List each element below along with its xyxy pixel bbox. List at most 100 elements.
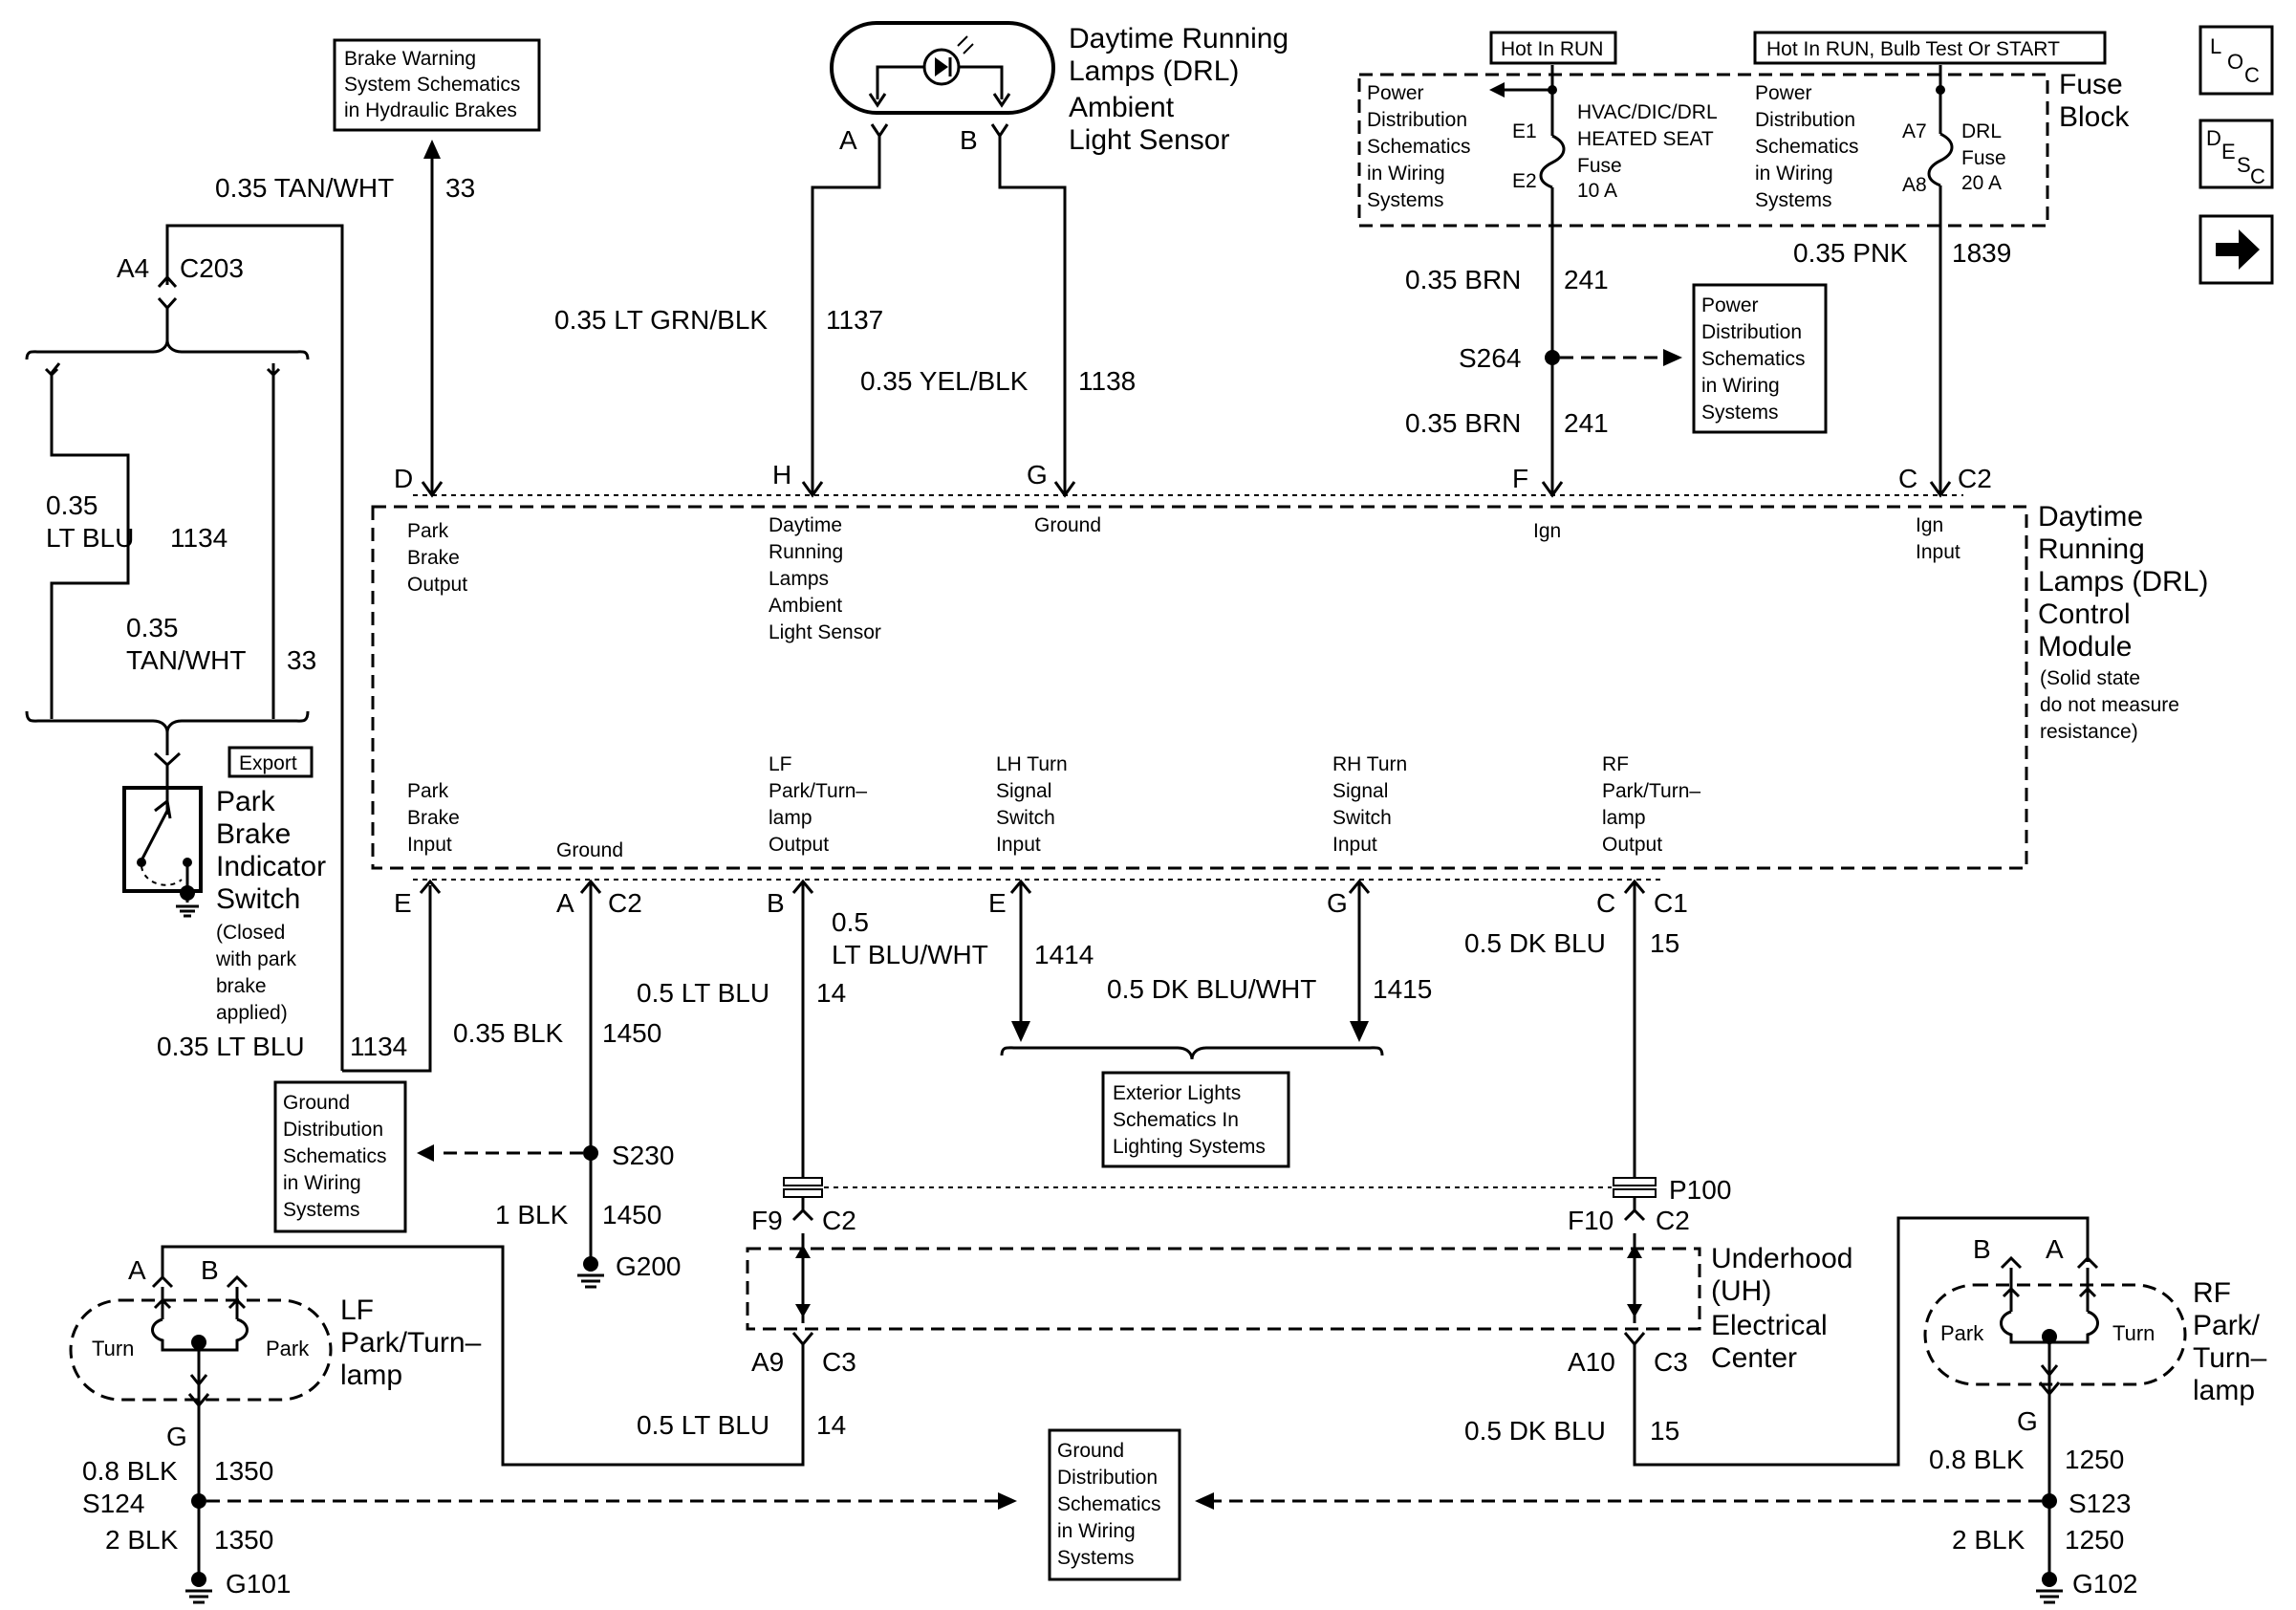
svg-text:241: 241 bbox=[1564, 408, 1609, 438]
svg-text:G101: G101 bbox=[226, 1569, 292, 1599]
svg-text:Fuse: Fuse bbox=[1961, 147, 2006, 169]
harness-left: A4 C203 0.35 LT BLU 1134 0.35 TAN/WHT 33 bbox=[25, 224, 344, 1071]
svg-text:A: A bbox=[2046, 1234, 2064, 1264]
svg-text:A: A bbox=[556, 888, 574, 918]
svg-text:Signal: Signal bbox=[996, 780, 1051, 802]
svg-text:C: C bbox=[2250, 164, 2265, 188]
svg-text:Signal: Signal bbox=[1332, 780, 1388, 802]
power-distribution-reference[interactable]: Power Distribution Schematics in Wiring … bbox=[1692, 283, 1828, 434]
svg-text:O: O bbox=[2227, 50, 2243, 74]
svg-text:0.5 DK BLU: 0.5 DK BLU bbox=[1464, 928, 1606, 958]
exterior-lights-reference[interactable]: Exterior Lights Schematics In Lighting S… bbox=[1101, 1071, 1290, 1168]
description-icon[interactable]: D E S C bbox=[2199, 119, 2274, 189]
svg-text:0.5 DK BLU: 0.5 DK BLU bbox=[1464, 1416, 1606, 1446]
svg-text:B: B bbox=[767, 888, 785, 918]
svg-text:G: G bbox=[2017, 1406, 2038, 1436]
svg-text:RH Turn: RH Turn bbox=[1332, 753, 1407, 775]
svg-text:Park/Turn–: Park/Turn– bbox=[340, 1327, 482, 1359]
svg-text:in Wiring: in Wiring bbox=[283, 1172, 361, 1194]
svg-text:20 A: 20 A bbox=[1961, 172, 2002, 194]
svg-text:in Wiring: in Wiring bbox=[1367, 163, 1445, 185]
svg-text:Distribution: Distribution bbox=[1755, 109, 1855, 131]
svg-text:C203: C203 bbox=[180, 253, 244, 283]
svg-text:C2: C2 bbox=[608, 888, 642, 918]
ground-distribution-reference-2[interactable]: Ground Distribution Schematics in Wiring… bbox=[1048, 1428, 1181, 1581]
svg-text:G102: G102 bbox=[2072, 1569, 2138, 1599]
svg-text:10 A: 10 A bbox=[1577, 180, 1617, 202]
svg-text:Input: Input bbox=[996, 834, 1041, 856]
svg-text:0.5 LT BLU: 0.5 LT BLU bbox=[637, 1410, 769, 1440]
wire-14-to-lf-lamp: 0.5 LT BLU 14 bbox=[161, 1245, 846, 1467]
underhood-electrical-center: Underhood (UH) Electrical Center A9 C3 A… bbox=[746, 1233, 1852, 1377]
svg-text:B: B bbox=[201, 1255, 219, 1285]
svg-text:Park: Park bbox=[1940, 1321, 1984, 1345]
svg-text:15: 15 bbox=[1650, 928, 1679, 958]
svg-text:Park/Turn–: Park/Turn– bbox=[769, 780, 867, 802]
svg-text:Schematics: Schematics bbox=[1701, 348, 1806, 370]
turn-signal-harness-brace bbox=[1000, 1046, 1384, 1060]
svg-text:S230: S230 bbox=[612, 1141, 674, 1170]
svg-text:do not measure: do not measure bbox=[2040, 694, 2179, 716]
wire-1134-park-brake-input: 0.35 LT BLU 1134 bbox=[157, 885, 432, 1073]
svg-text:LT BLU/WHT: LT BLU/WHT bbox=[832, 940, 988, 969]
svg-text:(UH): (UH) bbox=[1711, 1275, 1771, 1307]
svg-text:Park: Park bbox=[266, 1337, 310, 1360]
p100-connector: P100 F9 C2 F10 C2 bbox=[751, 1175, 1731, 1235]
svg-text:Brake: Brake bbox=[407, 547, 460, 569]
svg-text:Output: Output bbox=[407, 574, 467, 596]
svg-text:Park/Turn–: Park/Turn– bbox=[1602, 780, 1700, 802]
wire-1137: 0.35 LT GRN/BLK 1137 bbox=[554, 136, 883, 493]
svg-text:0.35 PNK: 0.35 PNK bbox=[1793, 238, 1908, 268]
svg-text:Switch: Switch bbox=[996, 807, 1055, 829]
svg-text:F: F bbox=[1512, 464, 1528, 493]
svg-text:Power: Power bbox=[1701, 294, 1759, 316]
svg-text:241: 241 bbox=[1564, 265, 1609, 294]
svg-text:Output: Output bbox=[769, 834, 829, 856]
arrow-right-icon[interactable] bbox=[2199, 214, 2274, 285]
brake-warning-reference[interactable]: Brake Warning System Schematics in Hydra… bbox=[333, 38, 541, 132]
wire-1839: 0.35 PNK 1839 bbox=[1793, 226, 2011, 493]
ground-distribution-reference-1[interactable]: Ground Distribution Schematics in Wiring… bbox=[273, 1080, 407, 1233]
wire-14-lf-output: 0.5 LT BLU 14 bbox=[637, 881, 846, 1178]
svg-text:Ign: Ign bbox=[1916, 514, 1943, 536]
svg-text:Park: Park bbox=[407, 780, 449, 802]
svg-text:14: 14 bbox=[816, 1410, 846, 1440]
svg-text:HVAC/DIC/DRL: HVAC/DIC/DRL bbox=[1577, 101, 1718, 123]
svg-text:Input: Input bbox=[407, 834, 452, 856]
svg-text:2 BLK: 2 BLK bbox=[105, 1525, 179, 1555]
svg-text:Center: Center bbox=[1711, 1342, 1797, 1374]
svg-text:A9: A9 bbox=[751, 1347, 784, 1377]
svg-text:Control: Control bbox=[2038, 598, 2131, 630]
svg-text:Schematics: Schematics bbox=[1755, 136, 1859, 158]
svg-text:in Wiring: in Wiring bbox=[1057, 1520, 1136, 1542]
svg-text:Lighting Systems: Lighting Systems bbox=[1113, 1136, 1266, 1158]
svg-text:Switch: Switch bbox=[216, 883, 300, 915]
wire-15-to-rf-lamp: 0.5 DK BLU 15 bbox=[1464, 1216, 2090, 1467]
svg-text:Brake Warning: Brake Warning bbox=[344, 48, 476, 70]
svg-text:lamp: lamp bbox=[340, 1360, 402, 1391]
svg-text:Light Sensor: Light Sensor bbox=[769, 621, 881, 643]
svg-text:A: A bbox=[128, 1255, 146, 1285]
drl-ambient-light-sensor: Daytime Running Lamps (DRL) Ambient Ligh… bbox=[830, 21, 1289, 156]
svg-text:Turn: Turn bbox=[92, 1337, 134, 1360]
svg-text:D: D bbox=[2206, 126, 2221, 150]
svg-text:B: B bbox=[960, 125, 978, 155]
svg-text:Daytime: Daytime bbox=[769, 514, 842, 536]
svg-text:1250: 1250 bbox=[2065, 1525, 2124, 1555]
svg-text:Daytime Running: Daytime Running bbox=[1069, 23, 1289, 54]
svg-text:C1: C1 bbox=[1654, 888, 1688, 918]
location-icon[interactable]: L O C bbox=[2199, 25, 2274, 96]
svg-text:0.35 LT BLU: 0.35 LT BLU bbox=[157, 1032, 305, 1061]
svg-text:C2: C2 bbox=[822, 1206, 856, 1235]
svg-text:System Schematics: System Schematics bbox=[344, 74, 520, 96]
svg-text:C: C bbox=[1596, 888, 1615, 918]
svg-text:1138: 1138 bbox=[1078, 366, 1136, 396]
svg-text:Park/: Park/ bbox=[2193, 1310, 2261, 1341]
svg-text:H: H bbox=[772, 460, 791, 490]
svg-text:0.5 LT BLU: 0.5 LT BLU bbox=[637, 978, 769, 1008]
svg-text:A: A bbox=[839, 125, 857, 155]
svg-text:Lamps: Lamps bbox=[769, 568, 829, 590]
svg-text:0.5: 0.5 bbox=[832, 907, 869, 937]
svg-text:C3: C3 bbox=[1654, 1347, 1688, 1377]
